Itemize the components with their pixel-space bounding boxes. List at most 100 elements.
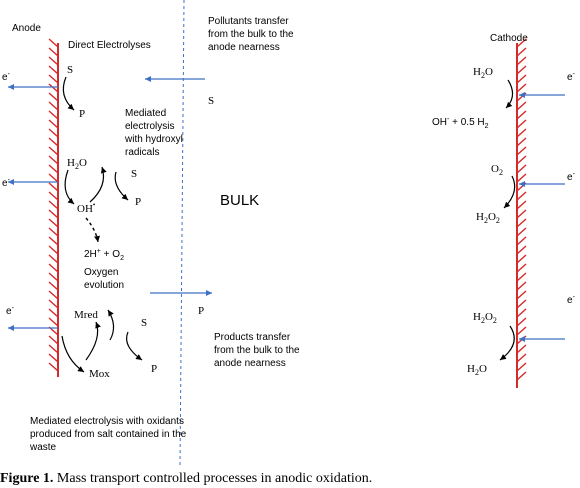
- cathode-hydroxide-hydrogen: OH- + 0.5 H2: [432, 116, 489, 130]
- electrode-hatch: [516, 317, 527, 327]
- mox-to-mred-arrow: [85, 321, 101, 361]
- electrode-hatch: [516, 92, 527, 102]
- anode-label: Anode: [12, 23, 41, 34]
- electrode-hatch: [516, 200, 527, 210]
- electrode-hatch: [48, 83, 59, 93]
- reactant-to-product-arrow: [114, 171, 129, 201]
- direct-reaction-arrow: [62, 76, 75, 111]
- oxidants-reaction-arrow: [126, 331, 143, 361]
- electrode-hatch: [48, 236, 59, 246]
- electrode-hatch: [48, 128, 59, 138]
- electrode-hatch: [516, 101, 527, 111]
- electrode-hatch: [516, 299, 527, 309]
- electrode-hatch: [48, 200, 59, 210]
- electrode-hatch: [48, 299, 59, 309]
- electrode-hatch: [48, 38, 59, 48]
- electrode-hatch: [516, 335, 527, 345]
- cathode-electron-label-3: e-: [567, 294, 576, 306]
- electrode-hatch: [516, 326, 527, 336]
- direct-reactant: S: [67, 64, 73, 76]
- electrode-hatch: [516, 47, 527, 57]
- electrode-hatch: [48, 245, 59, 255]
- oxidant-to-reactant-arrow: [107, 309, 115, 341]
- direct-product: P: [79, 108, 85, 120]
- bulk-label: BULK: [220, 192, 259, 209]
- electrode-hatch: [516, 191, 527, 201]
- electrode-hatch: [48, 56, 59, 66]
- oxidants-product: P: [151, 363, 157, 375]
- cathode-electron-label-1: e-: [567, 71, 576, 83]
- electrode-hatch: [48, 101, 59, 111]
- electrode-hatch: [48, 173, 59, 183]
- electrode-hatch: [516, 353, 527, 363]
- electrode-hatch: [516, 38, 527, 48]
- electrode-hatch: [48, 164, 59, 174]
- electrode-hatch: [516, 74, 527, 84]
- water-to-radical-arrow: [64, 169, 75, 205]
- electrode-hatch: [516, 173, 527, 183]
- electrode-hatch: [516, 209, 527, 219]
- electrode-hatch: [48, 227, 59, 237]
- electrode-hatch: [516, 290, 527, 300]
- electrode-hatch: [516, 146, 527, 156]
- electrode-hatch: [516, 344, 527, 354]
- electrode-hatch: [48, 254, 59, 264]
- electrode-hatch: [516, 119, 527, 129]
- electrode-hatch: [516, 272, 527, 282]
- electrode-hatch: [48, 353, 59, 363]
- oxidants-reactant: S: [141, 317, 147, 329]
- cathode-electrode: [516, 38, 527, 388]
- electrode-hatch: [48, 281, 59, 291]
- hydroxyl-reactant: S: [131, 168, 137, 180]
- electron-label-3: e-: [6, 305, 15, 317]
- electrode-hatch: [48, 308, 59, 318]
- electrode-hatch: [516, 128, 527, 138]
- electrode-hatch: [516, 227, 527, 237]
- radical-to-oxygen-arrow: [85, 217, 100, 243]
- hydroxyl-water: H2O: [67, 157, 87, 171]
- electrode-hatch: [48, 92, 59, 102]
- electron-label-2: e-: [2, 177, 11, 189]
- water-reduction-arrow: [505, 79, 514, 109]
- electrode-hatch: [48, 362, 59, 372]
- electrode-hatch: [516, 218, 527, 228]
- cathode-water: H2O: [473, 66, 493, 80]
- direct-electrolyses-title: Direct Electrolyses: [68, 40, 151, 51]
- electrode-hatch: [48, 290, 59, 300]
- oxidants-mediated-title: Mediated electrolysis with oxidants prod…: [29, 416, 189, 453]
- electrode-hatch: [516, 155, 527, 165]
- figure-caption: Figure 1. Mass transport controlled proc…: [0, 471, 372, 486]
- electrode-hatch: [516, 281, 527, 291]
- oxygen-products: 2H+ + O2: [84, 248, 124, 262]
- peroxide-reduction-arrow: [499, 325, 515, 361]
- electrode-hatch: [516, 362, 527, 372]
- electrode-hatch: [48, 272, 59, 282]
- bulk-pollutant: S: [208, 95, 214, 107]
- anode-electrode: [48, 38, 59, 377]
- electrode-hatch: [48, 218, 59, 228]
- radical-to-reactant-arrow: [89, 166, 107, 203]
- electrode-hatch: [48, 335, 59, 345]
- hydroxyl-product: P: [135, 196, 141, 208]
- products-transfer-label: Products transfer from the bulk to the a…: [214, 332, 302, 369]
- cathode-peroxide-1: H2O2: [476, 211, 500, 225]
- hydroxyl-radical: OH•: [77, 201, 96, 215]
- electrode-hatch: [48, 110, 59, 120]
- electrode-hatch: [48, 155, 59, 165]
- electrode-hatch: [48, 47, 59, 57]
- electron-label-1: e-: [2, 71, 11, 83]
- electrode-hatch: [48, 317, 59, 327]
- hydroxyl-mediated-title: Mediated electrolysis with hydroxyl radi…: [124, 108, 186, 158]
- electrode-hatch: [48, 137, 59, 147]
- mred-label: Mred: [74, 309, 98, 321]
- electrode-hatch: [516, 245, 527, 255]
- mred-to-mox-arrow: [61, 335, 85, 373]
- electrode-hatch: [516, 254, 527, 264]
- oxygen-reduction-arrow: [503, 175, 516, 209]
- electrode-hatch: [516, 137, 527, 147]
- cathode-label: Cathode: [490, 33, 528, 44]
- electrode-hatch: [516, 263, 527, 273]
- cathode-electron-label-2: e-: [567, 171, 576, 183]
- electrode-hatch: [516, 83, 527, 93]
